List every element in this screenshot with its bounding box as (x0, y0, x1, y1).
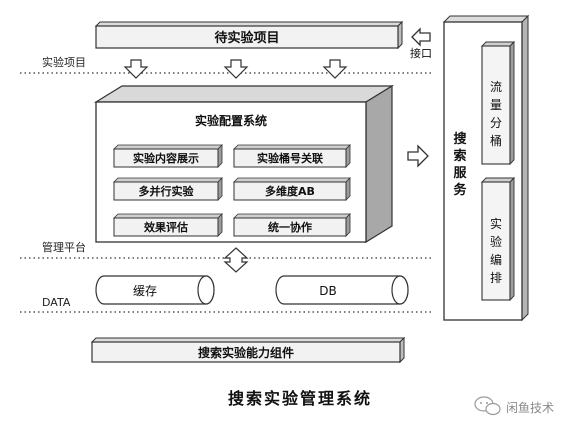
module-parallel-experiments: 多并行实验 (113, 177, 223, 201)
chat-bubble-icon (474, 396, 501, 416)
bidirectional-arrow-icon (223, 247, 249, 273)
traffic-split-char-2: 分 (490, 116, 502, 130)
bottom-bar-label: 搜索实验能力组件 (198, 345, 294, 360)
experiment-arrange-char-1: 验 (490, 234, 502, 249)
watermark-text: 闲鱼技术 (506, 401, 554, 415)
layer-label-platform: 管理平台 (42, 240, 86, 254)
interface-label: 接口 (410, 47, 432, 60)
experiment-arrange-char-0: 实 (490, 216, 502, 231)
traffic-split-char-0: 流 (490, 80, 502, 94)
svg-text:多维度AB: 多维度AB (265, 184, 315, 198)
experiment-arrange-char-3: 排 (490, 271, 502, 285)
svg-text:效果评估: 效果评估 (144, 220, 188, 234)
svg-text:实验内容展示: 实验内容展示 (133, 151, 199, 165)
search-service-title-2: 服 (453, 166, 467, 181)
top-bar: 待实验项目 (94, 20, 404, 50)
experiment-arrange-char-2: 编 (490, 252, 502, 267)
module-unified-collaboration: 统一协作 (233, 213, 351, 237)
db-label: DB (319, 284, 336, 298)
traffic-split-char-3: 桶 (490, 133, 502, 148)
module-multi-dimension-ab: 多维度AB (233, 177, 351, 201)
svg-text:统一协作: 统一协作 (268, 220, 312, 234)
search-service-title-0: 搜 (453, 131, 467, 147)
db-cylinder: DB (275, 275, 409, 305)
bottom-bar: 搜索实验能力组件 (90, 336, 406, 364)
module-bucket-association: 实验桶号关联 (233, 144, 351, 168)
right-arrow-icon (407, 144, 429, 168)
watermark: 闲鱼技术 (474, 396, 554, 416)
module-effect-evaluation: 效果评估 (113, 213, 223, 237)
experiment-arrange-box (480, 176, 516, 302)
diagram-caption: 搜索实验管理系统 (228, 389, 372, 408)
svg-text:实验桶号关联: 实验桶号关联 (257, 151, 323, 165)
cache-label: 缓存 (133, 284, 157, 298)
search-service-title-1: 索 (453, 148, 466, 164)
cache-cylinder: 缓存 (95, 275, 215, 305)
module-grid: 实验内容展示 实验桶号关联 多并行实验 多维度AB 效果评估 (113, 144, 351, 237)
layer-label-experiment: 实验项目 (42, 55, 86, 69)
interface-arrow (411, 27, 431, 47)
layer-label-data: DATA (42, 296, 71, 309)
search-service-title-3: 务 (453, 182, 467, 198)
down-arrows (123, 59, 348, 79)
config-system-title: 实验配置系统 (195, 113, 267, 128)
svg-text:多并行实验: 多并行实验 (139, 184, 195, 198)
traffic-split-box (480, 40, 516, 166)
traffic-split-char-1: 量 (490, 98, 502, 112)
module-content-display: 实验内容展示 (113, 144, 223, 168)
top-bar-label: 待实验项目 (213, 30, 279, 46)
